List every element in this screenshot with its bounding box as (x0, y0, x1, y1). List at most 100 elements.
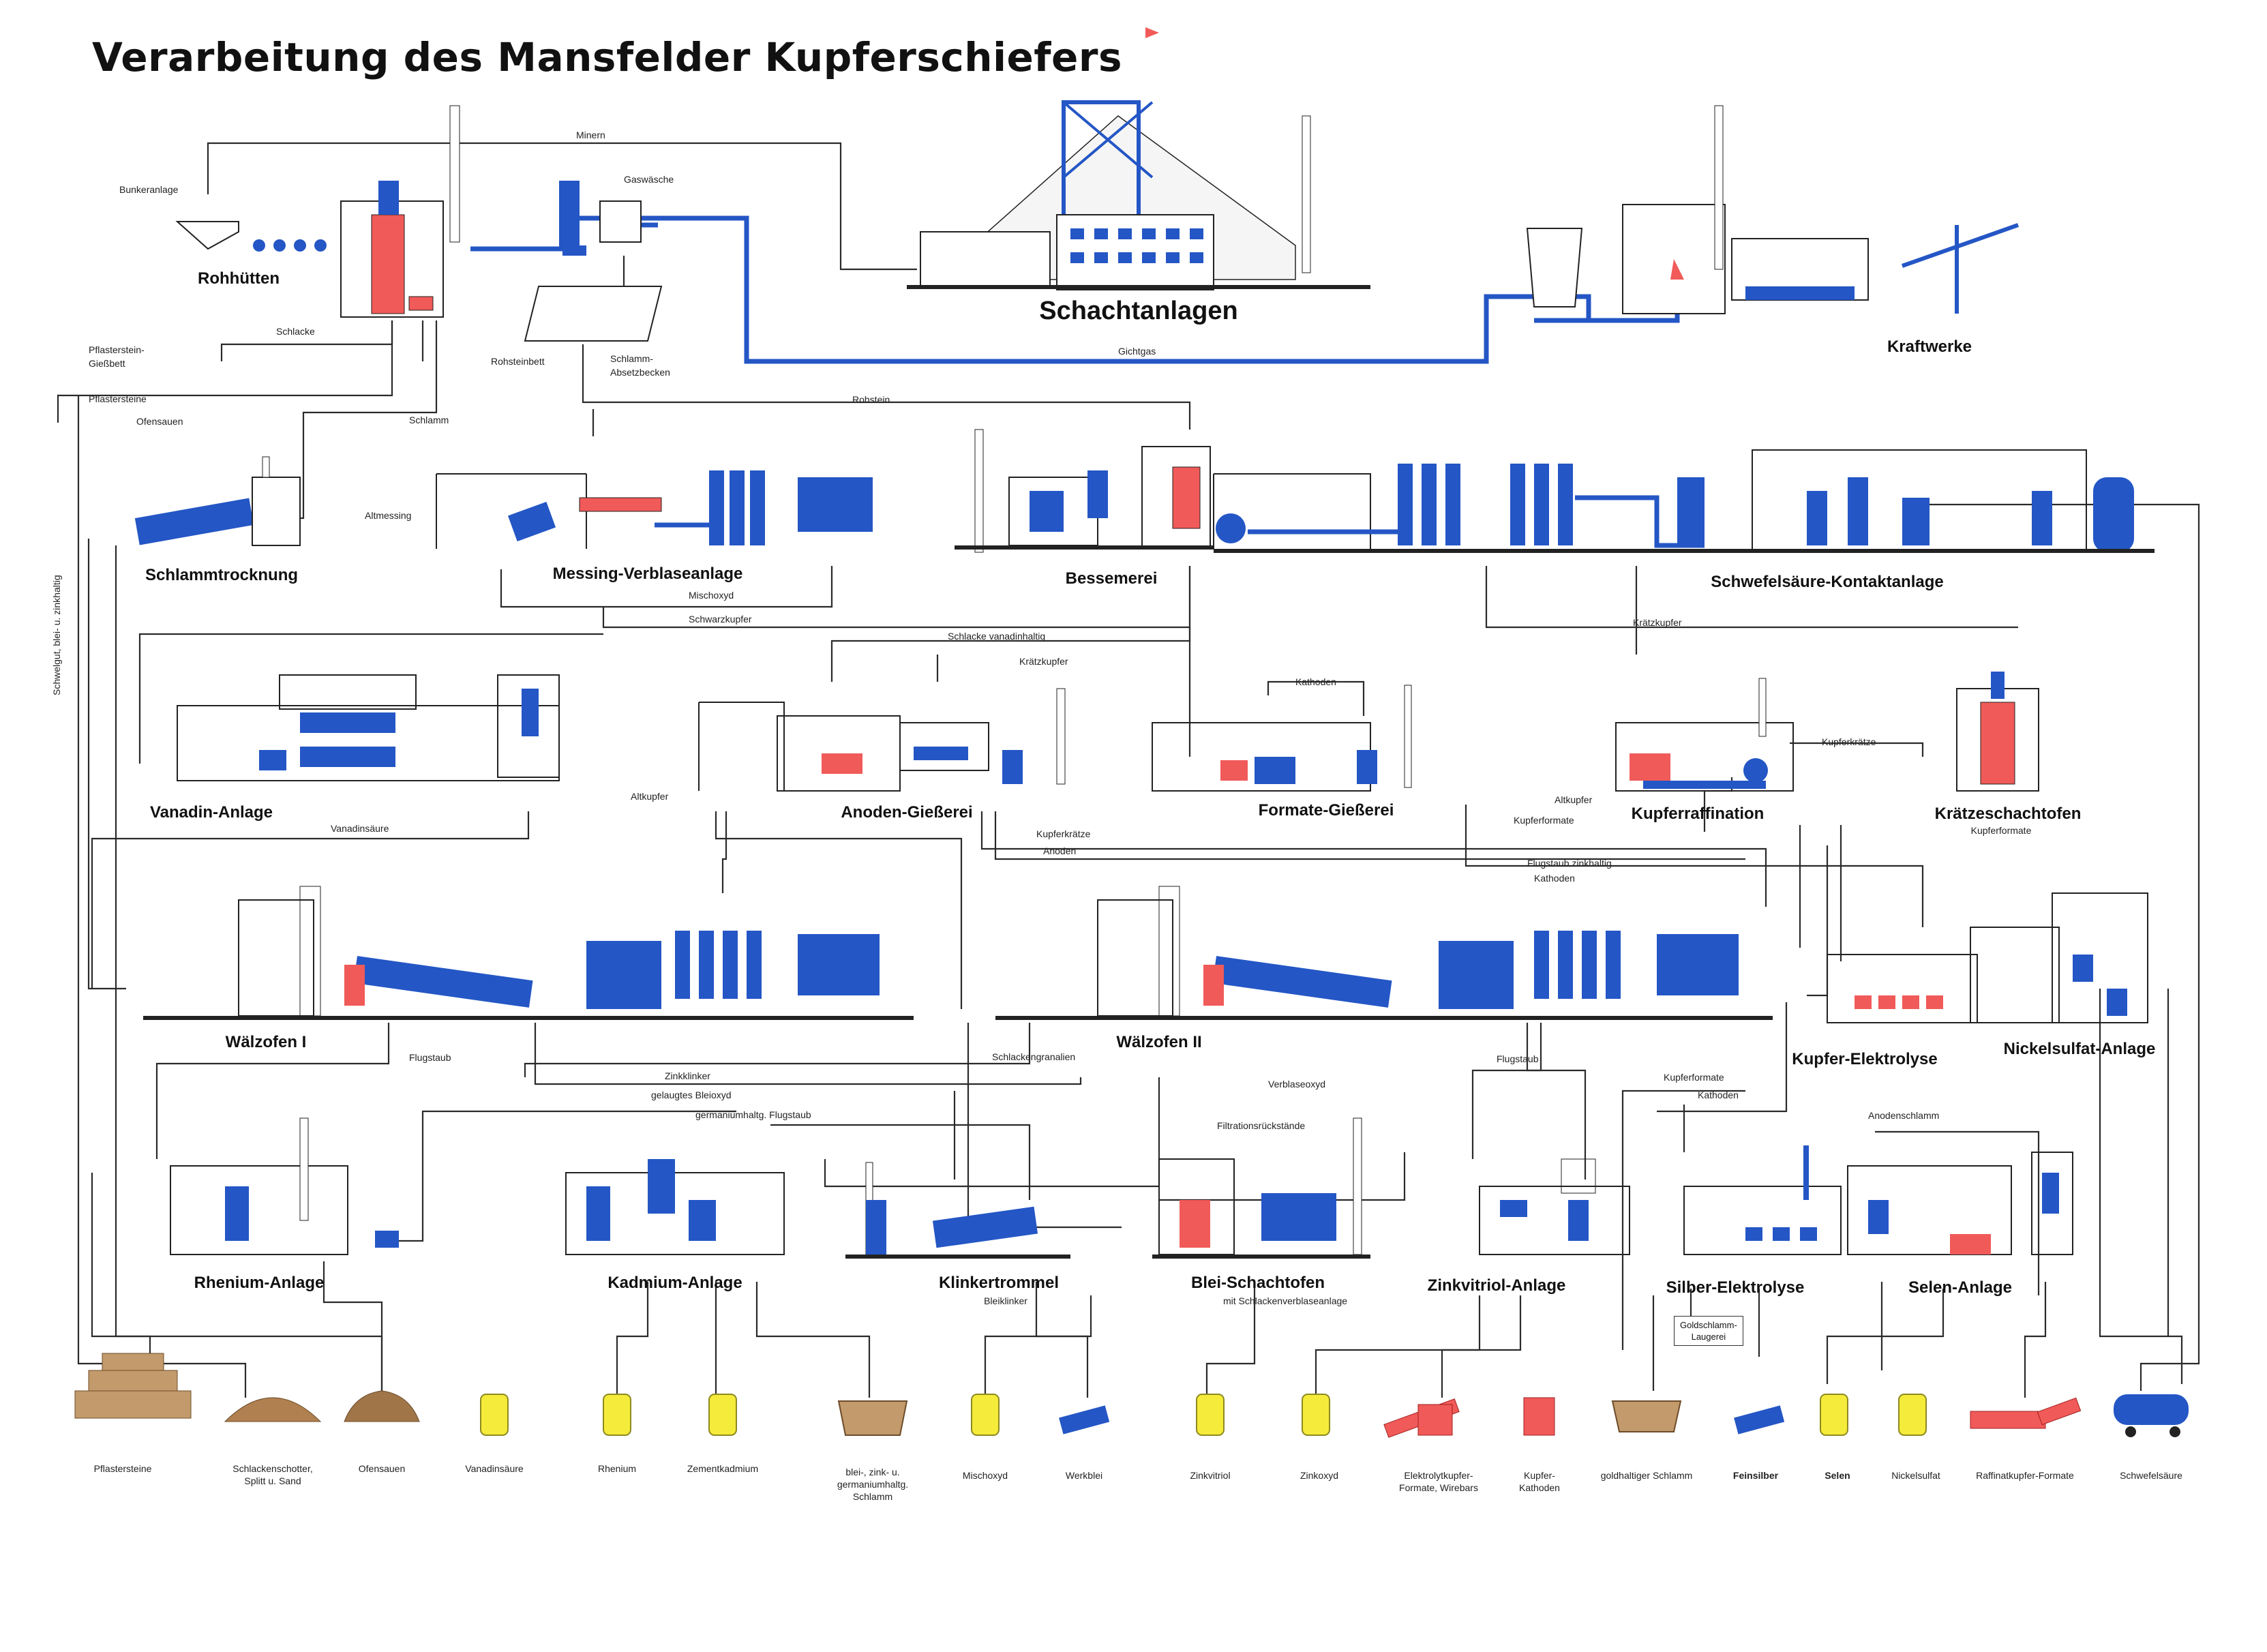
product-zementkadmium: Zementkadmium (687, 1463, 759, 1474)
flow-label-kupferkraetze: Kupferkrätze (1822, 736, 1876, 747)
label-schachtanlagen: Schachtanlagen (1039, 297, 1238, 325)
barrel-icon (480, 1394, 1927, 1436)
product-kupferkathoden: Kupfer-Kathoden (1519, 1470, 1560, 1493)
flow-label-kupferformate-1: Kupferformate (1514, 815, 1574, 826)
bleischacht-drawing (1152, 1117, 1370, 1259)
label-pflasterstein-2: Gießbett (89, 358, 125, 369)
product-germanium-schlamm: blei-, zink- u. germaniumhaltg. Schlamm (837, 1467, 909, 1502)
product-zinkvitriol: Zinkvitriol (1190, 1470, 1231, 1481)
flow-label-vanadinsaeure: Vanadinsäure (331, 823, 389, 834)
label-schlammtrocknung: Schlammtrocknung (145, 566, 299, 584)
product-pflastersteine: Pflastersteine (93, 1463, 152, 1474)
flow-label-pflastersteine: Pflastersteine (89, 393, 147, 404)
label-selen: Selen-Anlage (1908, 1278, 2013, 1297)
label-rhenium: Rhenium-Anlage (194, 1274, 325, 1292)
flow-label-verblaseoxyd: Verblaseoxyd (1268, 1079, 1326, 1090)
product-mischoxyd: Mischoxyd (962, 1470, 1008, 1481)
flow-label-kathoden-3: Kathoden (1698, 1090, 1739, 1100)
flow-label-flugstaub-zinkhaltig: Flugstaub zinkhaltig (1527, 858, 1612, 869)
product-goldschlamm: goldhaltiger Schlamm (1600, 1470, 1693, 1481)
product-ofensauen: Ofensauen (358, 1463, 406, 1474)
product-selen: Selen (1825, 1470, 1850, 1481)
flow-label-schwelgut: Schwelgut, blei- u. zinkhaltig (51, 575, 62, 695)
flow-label-gichtgas: Gichtgas (1118, 346, 1156, 357)
label-gaswaesche: Gaswäsche (624, 174, 674, 185)
label-schlamm-absetz-1: Schlamm- (610, 353, 654, 364)
label-schwefelsaeure: Schwefelsäure-Kontaktanlage (1711, 573, 1944, 591)
label-altkupfer-2: Altkupfer (1555, 794, 1593, 805)
copper-bars-icon (1383, 1398, 1460, 1438)
product-zinkoxyd: Zinkoxyd (1300, 1470, 1339, 1481)
flow-label-schlamm: Schlamm (409, 415, 449, 425)
flow-label-zinkklinker: Zinkklinker (665, 1070, 710, 1081)
label-nickelsulfat: Nickelsulfat-Anlage (2003, 1040, 2156, 1058)
sublabel-bleischacht: mit Schlackenverblaseanlage (1222, 1295, 1348, 1306)
label-zinkvitriol: Zinkvitriol-Anlage (1427, 1276, 1566, 1295)
zinkvitriol-drawing (1479, 1158, 1630, 1255)
schwefelsaeure-drawing (1213, 449, 2155, 553)
product-vanadinsaeure: Vanadinsäure (465, 1463, 524, 1474)
label-kadmium: Kadmium-Anlage (607, 1274, 742, 1292)
lead-bar-icon (1059, 1405, 1110, 1435)
silver-bar-icon (1734, 1405, 1785, 1435)
product-icons (74, 1353, 2189, 1438)
waelz1-drawing (143, 886, 914, 1020)
formate-drawing (1152, 685, 1412, 792)
label-anoden: Anoden-Gießerei (841, 803, 973, 822)
label-klinker: Klinkertrommel (938, 1274, 1060, 1292)
label-kraetze: Krätzeschachtofen (1934, 805, 2082, 823)
sublabel-kraetze: Kupferformate (1970, 825, 2032, 836)
bricks-icon (74, 1353, 192, 1419)
slag-rock-icon (344, 1390, 420, 1422)
anoden-drawing (698, 688, 1066, 792)
gravel-pile-icon (224, 1397, 322, 1422)
flow-label-schlacke: Schlacke (276, 326, 315, 337)
label-rohhuetten: Rohhütten (198, 269, 280, 288)
waelz2-drawing (995, 886, 1773, 1020)
klinker-drawing (845, 1162, 1070, 1259)
product-feinsilber: Feinsilber (1732, 1470, 1779, 1481)
vanadin-drawing (177, 674, 560, 781)
label-rohsteinbett: Rohsteinbett (491, 356, 545, 367)
gaswaesche-drawing (524, 181, 663, 342)
kadmium-drawing (565, 1159, 785, 1255)
flow-label-schlacke-vanadin: Schlacke vanadinhaltig (948, 631, 1046, 642)
label-messing: Messing-Verblaseanlage (552, 565, 743, 583)
label-bessemerei: Bessemerei (1065, 569, 1158, 588)
product-rhenium: Rhenium (597, 1463, 637, 1474)
flow-label-flugstaub-1: Flugstaub (409, 1052, 451, 1063)
flow-label-minern: Minern (576, 130, 605, 140)
bessemerei-drawing (955, 429, 1214, 553)
kupferelektrolyse-drawing (1827, 892, 2148, 1023)
flow-label-gelaugtes-bleioxyd: gelaugtes Bleioxyd (651, 1090, 732, 1100)
flow-label-anodenschlamm: Anodenschlamm (1868, 1110, 1940, 1121)
flow-label-rohstein: Rohstein (852, 394, 890, 405)
selen-drawing (1847, 1152, 2073, 1255)
product-nickelsulfat: Nickelsulfat (1891, 1470, 1940, 1481)
rhenium-drawing (170, 1117, 399, 1255)
kraftwerke-drawing (1526, 105, 2019, 314)
label-altmessing: Altmessing (365, 510, 412, 521)
trough-icon (1611, 1400, 1682, 1432)
label-pflasterstein-1: Pflasterstein- (89, 344, 145, 355)
page-title: Verarbeitung des Mansfelder Kupferschief… (92, 34, 1123, 80)
flow-label-schlackengranalien: Schlackengranalien (992, 1051, 1076, 1062)
copper-bars-icon (1970, 1397, 2082, 1429)
label-bleischacht: Blei-Schachtofen (1190, 1274, 1325, 1292)
messing-drawing (436, 470, 873, 549)
sublabel-klinker: Bleiklinker (984, 1295, 1027, 1306)
flow-label-kathoden-2: Kathoden (1534, 873, 1575, 884)
goldschlamm-line-2: Laugerei (1691, 1332, 1726, 1342)
flow-label-ofensauen: Ofensauen (136, 416, 183, 427)
product-elektrolytkupfer: Elektrolytkupfer-Formate, Wirebars (1399, 1470, 1478, 1493)
product-raffinatkupfer: Raffinatkupfer-Formate (1976, 1470, 2074, 1481)
flow-label-germanium-flugstaub: germaniumhaltg. Flugstaub (695, 1109, 811, 1120)
label-formate: Formate-Gießerei (1258, 801, 1394, 820)
label-silber: Silber-Elektrolyse (1666, 1278, 1805, 1297)
flow-label-filtrationsrueckstaende: Filtrationsrückstände (1217, 1120, 1306, 1131)
kraetze-drawing (1956, 672, 2039, 792)
label-kupferelektrolyse: Kupfer-Elektrolyse (1792, 1050, 1938, 1068)
label-schlamm-absetz-2: Absetzbecken (610, 367, 670, 378)
kupferraffination-drawing (1615, 678, 1794, 792)
